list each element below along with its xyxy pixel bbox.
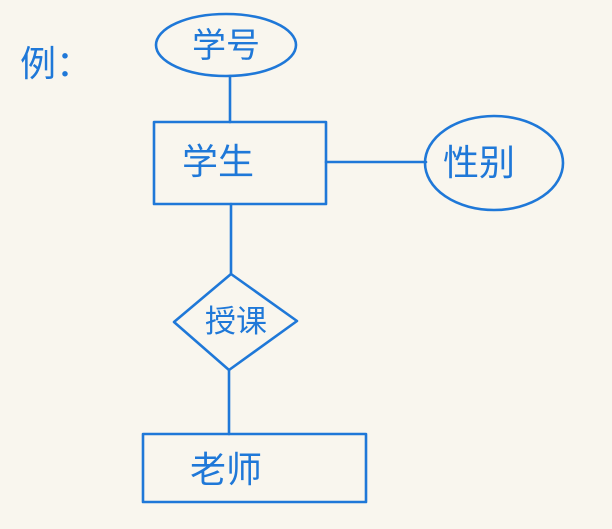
entity-student: 学生: [152, 120, 328, 206]
entity-teacher-label: 老师: [190, 450, 262, 491]
attribute-student-id-ellipse: [154, 12, 298, 78]
relationship-teaches-label: 授课: [205, 304, 267, 340]
relationship-teaches-diamond: [172, 272, 299, 372]
attribute-gender: 性别: [423, 114, 565, 212]
entity-teacher: 老师: [141, 432, 368, 504]
attribute-student-id: 学号: [154, 12, 298, 78]
example-heading: 例：: [20, 44, 92, 85]
relationship-teaches: 授课: [172, 272, 299, 372]
attribute-gender-ellipse: [423, 114, 565, 212]
entity-student-box: [152, 120, 328, 206]
entity-teacher-box: [141, 432, 368, 504]
entity-student-label: 学生: [182, 142, 254, 183]
attribute-student-id-label: 学号: [192, 26, 260, 66]
attribute-gender-label: 性别: [443, 143, 515, 184]
